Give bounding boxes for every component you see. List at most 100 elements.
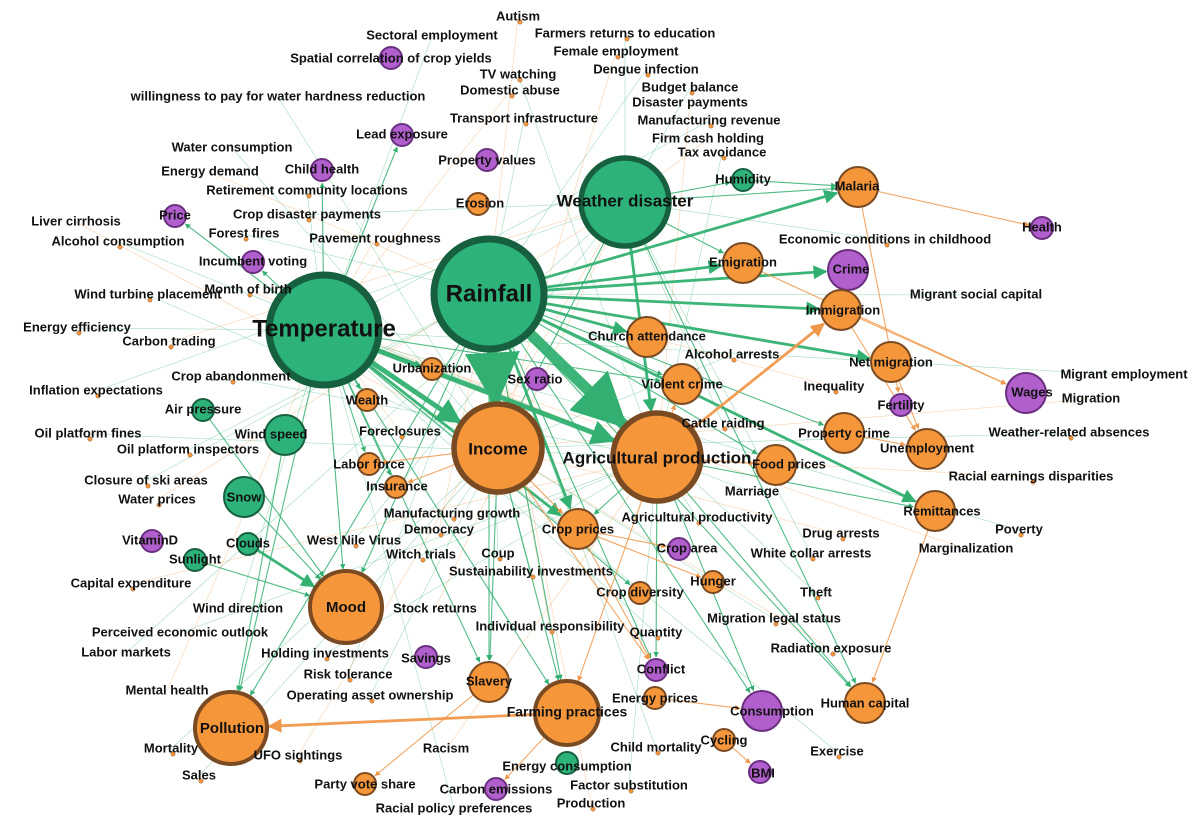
- minor-node-dot: [76, 330, 82, 336]
- edge-rainfall-to-emigration: [543, 260, 723, 289]
- minor-node-dot: [615, 54, 621, 60]
- faint-edge: [497, 447, 832, 650]
- node-conflict: [644, 658, 668, 682]
- node-property_crime: [823, 412, 865, 454]
- minor-node-dot: [530, 574, 536, 580]
- edge-clouds-to-mood: [256, 548, 316, 588]
- edge-income-to-crop_prices: [528, 478, 563, 514]
- faint-edge: [156, 201, 626, 501]
- label-tv: TV watching: [480, 66, 557, 81]
- minor-node-dot: [517, 19, 523, 25]
- edge-immigration-to-wages: [859, 317, 1007, 385]
- faint-edge: [488, 293, 977, 296]
- label-drug_arrests: Drug arrests: [802, 525, 879, 540]
- minor-node-dot: [773, 621, 779, 627]
- edge-rainfall-to-violent_crime: [538, 316, 663, 376]
- edge-agri_prod-to-crop_prices: [593, 486, 625, 515]
- edge-temperature-to-farming: [353, 376, 550, 685]
- label-manufacturing_rev: Manufacturing revenue: [637, 112, 780, 127]
- label-liver: Liver cirrhosis: [31, 213, 121, 228]
- faint-edge: [624, 201, 812, 555]
- node-clouds: [236, 532, 260, 556]
- label-crop_area: Crop area: [657, 540, 718, 555]
- label-carbon_trading: Carbon trading: [122, 333, 215, 348]
- minor-node-dot: [87, 436, 93, 442]
- minor-node-dot: [168, 344, 174, 350]
- node-temperature: [265, 271, 383, 389]
- edge-agri_prod-to-immigration: [690, 322, 825, 431]
- minor-node-dot: [549, 629, 555, 635]
- edge-rainfall-to-food_prices: [535, 321, 758, 455]
- label-oil_inspectors: Oil platform inspectors: [117, 441, 259, 456]
- label-foreclosures: Foreclosures: [359, 423, 441, 438]
- minor-node-dot: [324, 656, 330, 662]
- node-remittances: [914, 490, 956, 532]
- edge-crop_prices-to-hunger: [596, 535, 702, 579]
- minor-node-dot: [517, 77, 523, 83]
- edge-agri_prod-to-farming: [577, 498, 643, 682]
- edge-agri_prod-to-consumption: [673, 497, 755, 692]
- edge-income-to-slavery: [487, 491, 497, 661]
- label-urbanization: Urbanization: [393, 360, 472, 375]
- minor-node-dot: [624, 36, 630, 42]
- faint-edge: [87, 433, 658, 458]
- edge-rainfall-to-conflict: [510, 344, 652, 659]
- minor-node-dot: [1030, 479, 1036, 485]
- label-energy_consumption: Energy consumption: [502, 758, 631, 773]
- label-party_vote: Party vote share: [314, 776, 415, 791]
- minor-node-dot: [722, 426, 728, 432]
- edge-agri_prod-to-food_prices: [700, 459, 755, 466]
- node-crime: [827, 249, 869, 291]
- node-food_prices: [755, 444, 797, 486]
- edge-rainfall-to-net_migration: [542, 301, 871, 364]
- label-female_emp: Female employment: [554, 43, 680, 58]
- label-transport: Transport infrastructure: [450, 110, 598, 125]
- label-factor_sub: Factor substitution: [570, 777, 688, 792]
- node-urbanization: [420, 357, 444, 381]
- label-dengue: Dengue infection: [593, 61, 699, 76]
- node-crop_diversity: [628, 581, 652, 605]
- label-malaria: Malaria: [835, 178, 881, 193]
- edge-agri_prod-to-conflict: [653, 500, 659, 658]
- label-slavery: Slavery: [466, 673, 513, 688]
- label-operating_asset: Operating asset ownership: [287, 687, 454, 702]
- label-exercise: Exercise: [810, 743, 864, 758]
- label-stock_returns: Stock returns: [393, 600, 477, 615]
- label-perceived: Perceived economic outlook: [92, 624, 269, 639]
- node-bmi: [748, 760, 772, 784]
- label-alcohol_arrests: Alcohol arrests: [685, 346, 780, 361]
- node-sunlight: [183, 548, 207, 572]
- label-migration_legal: Migration legal status: [707, 610, 841, 625]
- edge-temperature-to-labor_force: [340, 381, 366, 453]
- node-labor_force: [357, 452, 381, 476]
- label-agri_prod: Agricultural production: [563, 448, 752, 467]
- edge-income-to-conflict: [523, 483, 649, 660]
- node-crop_prices: [557, 508, 599, 550]
- node-rainfall: [430, 235, 548, 353]
- label-firm_cash: Firm cash holding: [652, 130, 764, 145]
- node-snow: [223, 476, 265, 518]
- minor-node-dot: [297, 758, 303, 764]
- label-temperature: Temperature: [252, 315, 396, 342]
- label-energy_efficiency: Energy efficiency: [23, 319, 131, 334]
- node-consumption: [741, 690, 783, 732]
- minor-node-dot: [655, 750, 661, 756]
- label-immigration: Immigration: [806, 302, 880, 317]
- edge-rainfall-to-human_capital: [525, 334, 851, 688]
- label-sales: Sales: [182, 767, 216, 782]
- node-emigration: [722, 242, 764, 284]
- label-oil_fines: Oil platform fines: [35, 425, 142, 440]
- minor-node-dot: [523, 121, 529, 127]
- node-weather_disaster: [578, 155, 672, 249]
- edge-weather_disaster-to-humidity: [668, 180, 731, 195]
- label-pollution: Pollution: [200, 720, 264, 737]
- label-snow: Snow: [227, 489, 263, 504]
- label-month_birth: Month of birth: [204, 281, 291, 296]
- edge-farming-to-pollution: [267, 713, 536, 733]
- minor-node-dot: [374, 241, 380, 247]
- edge-air_pressure-to-mood: [209, 418, 325, 577]
- label-wind_direction: Wind direction: [193, 600, 283, 615]
- edge-crop_prices-to-conflict: [587, 546, 651, 660]
